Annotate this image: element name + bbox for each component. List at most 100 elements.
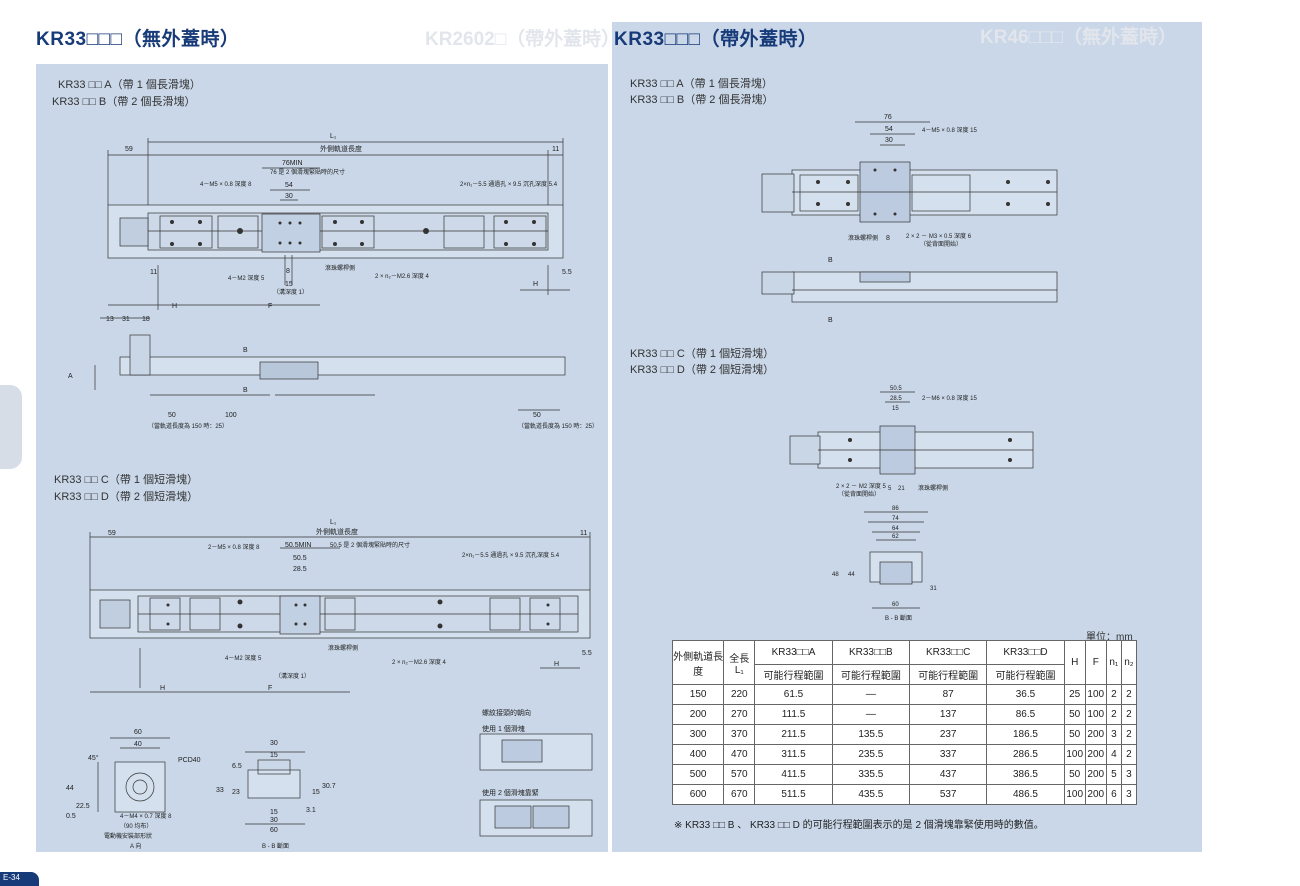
table-cell-rail: 400 (671, 744, 725, 765)
table-cell-n1: 3 (1105, 724, 1122, 745)
th-sub-b: 可能行程範圍 (831, 664, 911, 685)
dim-8: 8 (286, 268, 290, 275)
th-n2: n₂ (1120, 640, 1138, 685)
dim-13: 13 (106, 316, 114, 323)
dim-31: 31 (122, 316, 130, 323)
r1-30: 30 (885, 137, 893, 144)
table-cell-n1: 4 (1105, 744, 1122, 765)
th-a: KR33□□A (754, 640, 833, 665)
hole-bottom-left-note: 4－M2 深度 5 (228, 274, 265, 282)
ball-screw-note-2: 滾珠螺桿側 (328, 644, 358, 652)
table-cell-H: 50 (1063, 724, 1086, 745)
table-cell-L1: 670 (723, 784, 756, 805)
r2-5: 5 (888, 486, 892, 492)
view-a-label: A (68, 373, 73, 380)
dim-h: H (172, 303, 177, 310)
th-d: KR33□□D (986, 640, 1065, 665)
section-b-top: B (243, 347, 248, 354)
view-a-22-5: 22.5 (76, 803, 90, 810)
table-cell-n2: 2 (1120, 704, 1138, 725)
sec-60: 60 (892, 602, 899, 608)
dim-f-2: F (268, 685, 272, 692)
table-cell-a: 111.5 (754, 704, 833, 725)
left-label-a: KR33 □□ A（帶 1 個長滑塊） (58, 79, 201, 91)
view-a-40: 40 (134, 741, 142, 748)
section-b-bottom: B (243, 387, 248, 394)
table-cell-F: 200 (1084, 744, 1107, 765)
sec-caption: B - B 斷面 (885, 614, 912, 622)
rail-note-right: （當軌道長度為 150 時：25） (518, 422, 598, 430)
table-cell-b: 235.5 (831, 744, 911, 765)
r1-8: 8 (886, 235, 890, 242)
table-cell-a: 411.5 (754, 764, 833, 785)
table-cell-H: 25 (1063, 684, 1086, 705)
bb-15a: 15 (270, 752, 278, 759)
view-a-45deg: 45° (88, 754, 99, 762)
left-label-c: KR33 □□ C（帶 1 個短滑塊） (54, 474, 199, 486)
th-h: H (1063, 640, 1086, 685)
bb-30b: 30 (270, 817, 278, 824)
view-a-44: 44 (66, 785, 74, 792)
table-cell-d: 386.5 (986, 764, 1065, 785)
r1-b-top: B (828, 257, 833, 264)
thread-box-two: 使用 2 個滑塊靠緊 (482, 788, 539, 797)
dim-50-5: 50.5 (293, 555, 307, 562)
view-a-caption: 電動機安裝部形狀 (104, 832, 152, 840)
hole-bottom-left-note-2: 4－M2 深度 5 (225, 654, 262, 662)
view-a-equal: （90 均布） (120, 822, 152, 830)
table-cell-F: 200 (1084, 724, 1107, 745)
table-cell-d: 486.5 (986, 784, 1065, 805)
hole-bottom-right-note-2: 2 × n₂－M2.6 深度 4 (392, 658, 447, 666)
dim-15: 15 (285, 281, 293, 288)
table-cell-b: 335.5 (831, 764, 911, 785)
table-footnote: ※ KR33 □□ B 、 KR33 □□ D 的可能行程範圍表示的是 2 個滑… (674, 820, 1044, 831)
table-cell-c: 437 (908, 764, 988, 785)
bb-caption: B - B 斷面 (262, 842, 289, 850)
table-cell-b: — (831, 684, 911, 705)
table-cell-d: 86.5 (986, 704, 1065, 725)
r2-50-5: 50.5 (890, 386, 902, 392)
thread-box-one: 使用 1 個滑塊 (482, 724, 525, 733)
right-label-c: KR33 □□ C（帶 1 個短滑塊） (630, 348, 775, 360)
r1-holes2: 2 × 2 － M3 × 0.5 深度 6 (906, 232, 972, 240)
table-cell-H: 100 (1063, 784, 1086, 805)
table-cell-rail: 600 (671, 784, 725, 805)
table-cell-F: 100 (1084, 684, 1107, 705)
dim-11-2: 11 (580, 530, 587, 537)
table-cell-L1: 570 (723, 764, 756, 785)
dim-59: 59 (125, 146, 133, 153)
dim-50a: 50 (168, 412, 176, 419)
table-cell-n2: 2 (1120, 684, 1138, 705)
thread-box-title: 螺紋接頭的朝向 (482, 708, 531, 717)
dim-18: 18 (142, 316, 150, 323)
r1-ball-screw: 滾珠螺桿側 (848, 234, 878, 242)
bb-30a: 30 (270, 740, 278, 747)
th-sub-c: 可能行程範圍 (908, 664, 988, 685)
table-cell-d: 36.5 (986, 684, 1065, 705)
table-cell-n1: 5 (1105, 764, 1122, 785)
dim-5-5: 5.5 (562, 269, 572, 276)
table-cell-c: 87 (908, 684, 988, 705)
rail-note-left: （當軌道長度為 150 時：25） (148, 422, 228, 430)
bb-23: 23 (232, 789, 240, 796)
dim-h-right: H (533, 281, 538, 288)
dim-h-right-2: H (554, 661, 559, 668)
table-cell-n2: 2 (1120, 744, 1138, 765)
table-cell-a: 511.5 (754, 784, 833, 805)
outer-rail-label: 外側軌道長度 (320, 144, 362, 153)
view-a-60: 60 (134, 729, 142, 736)
table-cell-a: 211.5 (754, 724, 833, 745)
table-cell-c: 537 (908, 784, 988, 805)
depth-note: （溝深度 1） (273, 288, 308, 296)
dim-11: 11 (552, 146, 559, 153)
r2-holes2: 2 × 2 － M2 深度 5 (836, 482, 887, 490)
th-c: KR33□□C (908, 640, 988, 665)
r1-holes: 4－M5 × 0.8 深度 15 (922, 126, 978, 134)
